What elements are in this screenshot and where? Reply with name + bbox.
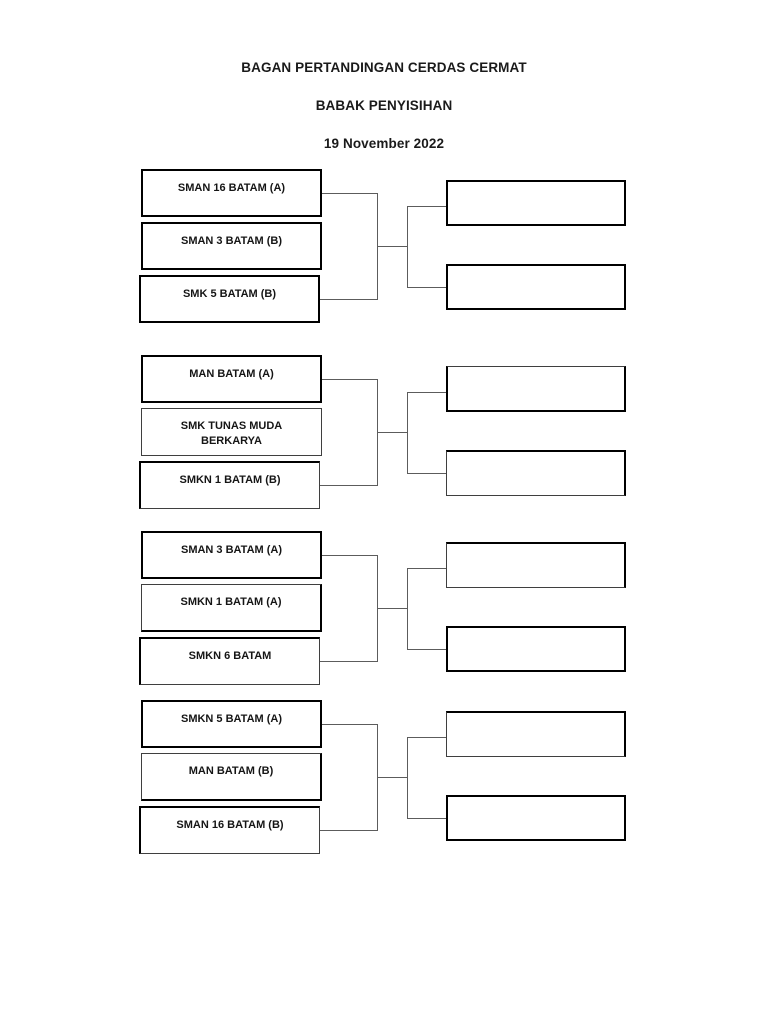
bracket-connector	[407, 818, 447, 819]
team-box[interactable]: SMKN 1 BATAM (B)	[139, 461, 320, 509]
team-label: SMAN 16 BATAM (B)	[176, 819, 284, 831]
bracket-connector	[407, 473, 447, 474]
bracket-connector	[322, 555, 378, 556]
team-label: SMAN 3 BATAM (A)	[180, 544, 283, 556]
page-title: BAGAN PERTANDINGAN CERDAS CERMAT	[241, 60, 527, 75]
bracket-connector	[407, 737, 408, 818]
team-label: SMK TUNAS MUDA BERKARYA	[180, 420, 283, 447]
bracket-connector	[407, 206, 447, 207]
bracket-connector	[407, 287, 447, 288]
result-box[interactable]	[446, 795, 626, 841]
bracket-connector	[407, 568, 447, 569]
bracket-connector	[407, 206, 408, 287]
bracket-connector	[407, 392, 447, 393]
team-box[interactable]: MAN BATAM (A)	[141, 355, 322, 403]
team-label: SMKN 1 BATAM (A)	[180, 596, 282, 608]
bracket-connector	[377, 432, 408, 433]
team-label: SMK 5 BATAM (B)	[182, 288, 277, 300]
bracket-connector	[407, 392, 408, 473]
team-label: MAN BATAM (B)	[188, 765, 274, 777]
result-box[interactable]	[446, 542, 626, 588]
team-box[interactable]: SMK TUNAS MUDA BERKARYA	[141, 408, 322, 456]
bracket-connector	[377, 246, 408, 247]
result-box[interactable]	[446, 180, 626, 226]
bracket-connector	[320, 830, 378, 831]
bracket-connector	[322, 724, 378, 725]
page-subtitle: BABAK PENYISIHAN	[315, 98, 453, 113]
result-box[interactable]	[446, 366, 626, 412]
bracket-connector	[320, 485, 378, 486]
document-header: BAGAN PERTANDINGAN CERDAS CERMAT BABAK P…	[0, 0, 768, 151]
team-label: SMKN 5 BATAM (A)	[180, 713, 283, 725]
event-date: 19 November 2022	[323, 136, 445, 151]
result-box[interactable]	[446, 626, 626, 672]
team-box[interactable]: SMK 5 BATAM (B)	[139, 275, 320, 323]
team-label: SMAN 16 BATAM (A)	[177, 182, 286, 194]
result-box[interactable]	[446, 450, 626, 496]
bracket-connector	[407, 568, 408, 649]
team-label: SMAN 3 BATAM (B)	[180, 235, 283, 247]
team-box[interactable]: SMKN 6 BATAM	[139, 637, 320, 685]
team-label: SMKN 1 BATAM (B)	[179, 474, 281, 486]
result-box[interactable]	[446, 264, 626, 310]
team-label: SMKN 6 BATAM	[188, 650, 272, 662]
bracket-connector	[407, 649, 447, 650]
team-box[interactable]: SMAN 16 BATAM (A)	[141, 169, 322, 217]
team-box[interactable]: SMAN 3 BATAM (A)	[141, 531, 322, 579]
bracket-connector	[320, 661, 378, 662]
team-label: MAN BATAM (A)	[189, 368, 274, 380]
bracket-connector	[320, 299, 378, 300]
team-box[interactable]: MAN BATAM (B)	[141, 753, 322, 801]
bracket-connector	[322, 193, 378, 194]
bracket-connector	[322, 379, 378, 380]
result-box[interactable]	[446, 711, 626, 757]
team-box[interactable]: SMKN 5 BATAM (A)	[141, 700, 322, 748]
team-box[interactable]: SMKN 1 BATAM (A)	[141, 584, 322, 632]
bracket-connector	[407, 737, 447, 738]
bracket-connector	[377, 777, 408, 778]
team-box[interactable]: SMAN 16 BATAM (B)	[139, 806, 320, 854]
team-box[interactable]: SMAN 3 BATAM (B)	[141, 222, 322, 270]
bracket-connector	[377, 608, 408, 609]
